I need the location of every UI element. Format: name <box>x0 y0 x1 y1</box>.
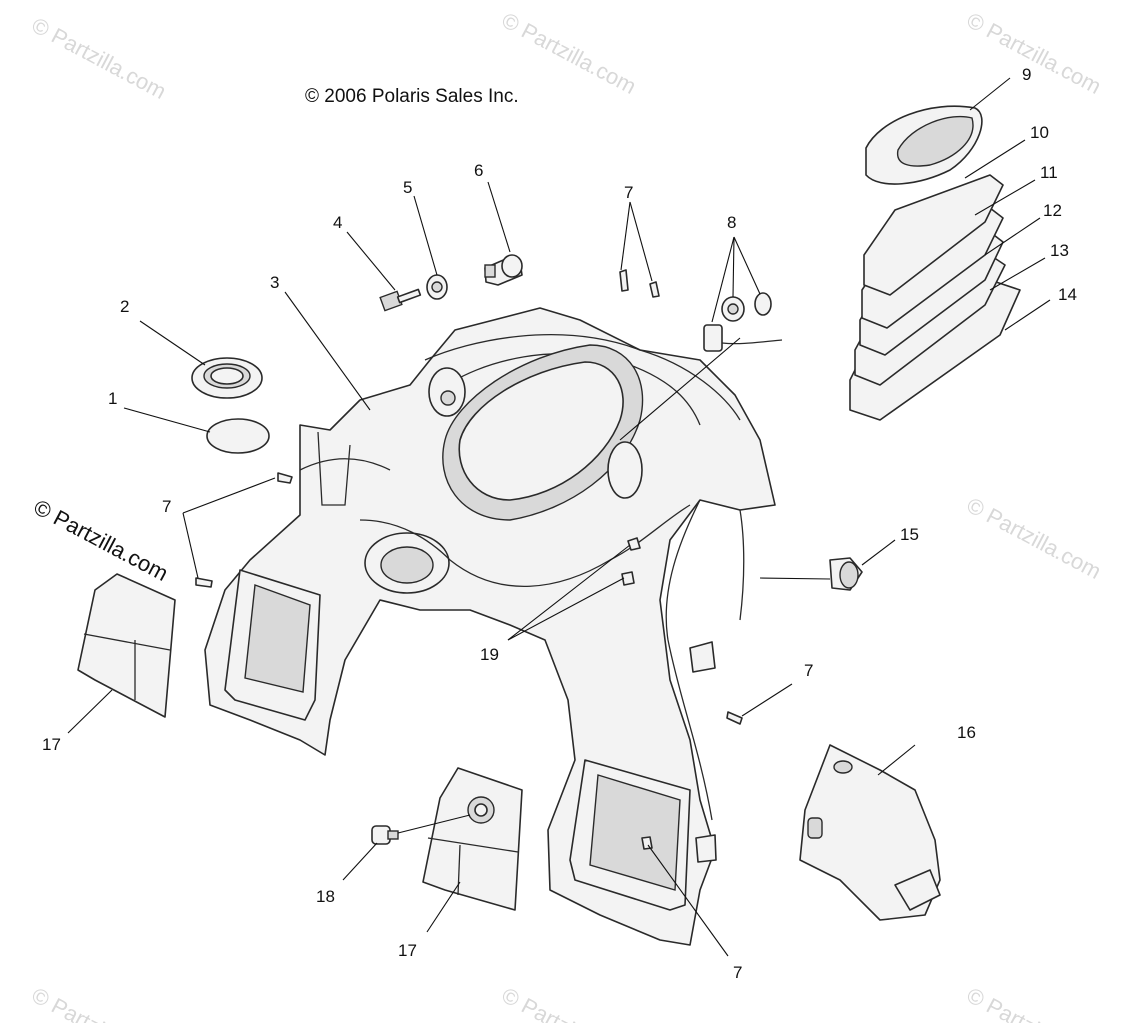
callout-2: 2 <box>120 297 129 316</box>
callouts: 1 2 3 4 5 6 7 8 9 10 11 12 13 14 7 15 19… <box>42 65 1077 982</box>
callout-18: 18 <box>316 887 335 906</box>
callout-15: 15 <box>900 525 919 544</box>
callout-3: 3 <box>270 273 279 292</box>
seat-pad-layers-part <box>849 105 1021 421</box>
callout-17: 17 <box>42 735 61 754</box>
callout-7: 7 <box>733 963 742 982</box>
callout-7: 7 <box>162 497 171 516</box>
clip-part <box>829 557 863 591</box>
callout-14: 14 <box>1058 285 1077 304</box>
callout-17: 17 <box>398 941 417 960</box>
callout-13: 13 <box>1050 241 1069 260</box>
grommet-part <box>191 357 263 399</box>
callout-8: 8 <box>727 213 736 232</box>
lid-lower-part <box>422 767 523 911</box>
callout-6: 6 <box>474 161 483 180</box>
callout-7: 7 <box>624 183 633 202</box>
callout-1: 1 <box>108 389 117 408</box>
knob-part <box>371 825 399 845</box>
watermark: © Partzilla.com <box>963 7 1106 99</box>
console-housing-part <box>204 307 776 946</box>
watermark: © Partzilla.com <box>28 982 171 1023</box>
ignition-nut-part <box>426 274 448 300</box>
switch-assembly-part <box>703 292 783 352</box>
leader-lines <box>67 77 1051 957</box>
callout-5: 5 <box>403 178 412 197</box>
lid-left-part <box>77 573 176 718</box>
ignition-switch-part <box>484 254 523 286</box>
o-ring-part <box>206 418 270 454</box>
callout-7: 7 <box>804 661 813 680</box>
callout-10: 10 <box>1030 123 1049 142</box>
callout-16: 16 <box>957 723 976 742</box>
callout-11: 11 <box>1040 163 1058 182</box>
watermark: © Partzilla.com <box>498 7 641 99</box>
key-part <box>379 288 422 312</box>
watermark: © Partzilla.com <box>498 982 641 1023</box>
watermark-prominent: © Partzilla.com <box>30 494 173 586</box>
copyright-text: © 2006 Polaris Sales Inc. <box>305 86 519 107</box>
callout-19: 19 <box>480 645 499 664</box>
watermark: © Partzilla.com <box>963 492 1106 584</box>
screws-part <box>195 269 743 850</box>
storage-tray-part <box>799 744 941 921</box>
watermark: © Partzilla.com <box>28 12 171 104</box>
callout-4: 4 <box>333 213 342 232</box>
callout-9: 9 <box>1022 65 1031 84</box>
callout-12: 12 <box>1043 201 1062 220</box>
watermark: © Partzilla.com <box>963 982 1106 1023</box>
